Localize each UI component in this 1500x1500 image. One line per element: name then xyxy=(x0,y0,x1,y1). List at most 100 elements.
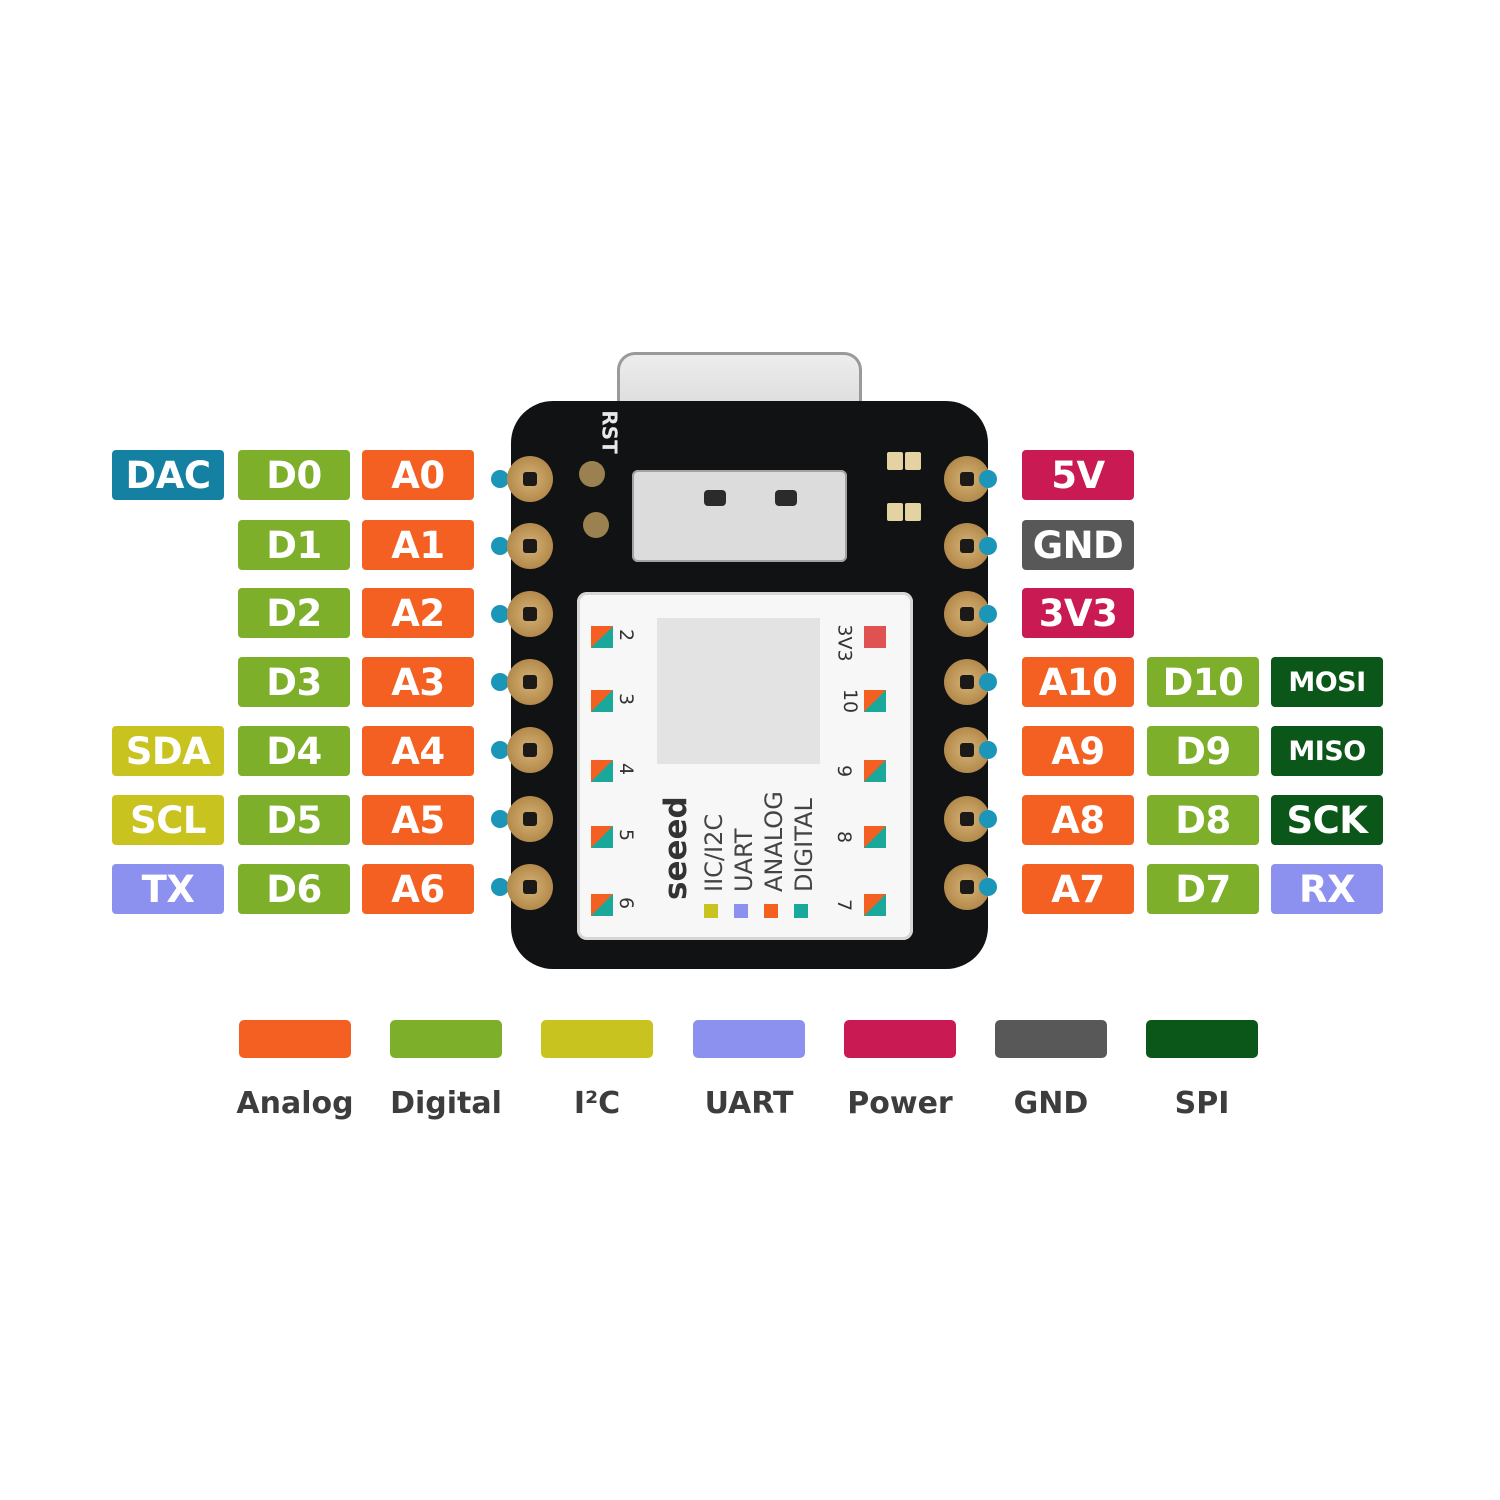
connector-dot xyxy=(979,470,997,488)
key-swatch-uart xyxy=(734,904,748,918)
pin-tag-digital: D1 xyxy=(238,520,350,570)
pin-tag-spi: MISO xyxy=(1271,726,1383,776)
castellated-pad xyxy=(507,659,553,705)
pin-marker-square xyxy=(864,626,886,648)
connector-dot xyxy=(491,810,509,828)
connector-dot xyxy=(979,605,997,623)
reset-label: RST xyxy=(597,410,622,454)
pin-tag-digital: D4 xyxy=(238,726,350,776)
pin-marker-square xyxy=(864,894,886,916)
connector-dot xyxy=(979,741,997,759)
legend-label: Analog xyxy=(236,1086,354,1121)
reset-pad xyxy=(579,461,605,487)
pin-number: 3V3 xyxy=(833,624,856,662)
legend-swatch-uart xyxy=(693,1020,805,1058)
pin-tag-i2c: SDA xyxy=(112,726,224,776)
connector-dot xyxy=(491,537,509,555)
pin-tag-uart: RX xyxy=(1271,864,1383,914)
castellated-pad xyxy=(507,864,553,910)
usb-latch-hole-right xyxy=(775,490,797,506)
castellated-pad xyxy=(507,727,553,773)
pin-tag-spi: SCK xyxy=(1271,795,1383,845)
pin-marker-square xyxy=(591,826,613,848)
key-label: IIC/I2C xyxy=(700,813,728,892)
pin-marker-square xyxy=(864,760,886,782)
pin-number: 7 xyxy=(833,898,856,912)
connector-dot xyxy=(979,537,997,555)
pin-number: 3 xyxy=(615,692,638,706)
legend-swatch-analog xyxy=(239,1020,351,1058)
pin-tag-analog: A7 xyxy=(1022,864,1134,914)
pin-tag-power: 3V3 xyxy=(1022,588,1134,638)
pin-marker-square xyxy=(864,826,886,848)
led xyxy=(887,452,903,470)
connector-dot xyxy=(491,741,509,759)
legend-swatch-gnd xyxy=(995,1020,1107,1058)
pin-tag-analog: A1 xyxy=(362,520,474,570)
pin-tag-uart: TX xyxy=(112,864,224,914)
pin-marker-square xyxy=(864,690,886,712)
pin-tag-analog: A8 xyxy=(1022,795,1134,845)
legend-label: I²C xyxy=(573,1086,621,1121)
pin-tag-i2c: SCL xyxy=(112,795,224,845)
castellated-pad xyxy=(507,456,553,502)
usb-c-port-opening xyxy=(632,470,847,562)
pin-tag-analog: A4 xyxy=(362,726,474,776)
pin-tag-digital: D0 xyxy=(238,450,350,500)
pin-tag-digital: D3 xyxy=(238,657,350,707)
legend-label: Power xyxy=(847,1086,953,1121)
legend-label: GND xyxy=(1013,1086,1089,1121)
legend-swatch-power xyxy=(844,1020,956,1058)
connector-dot xyxy=(979,878,997,896)
pin-tag-digital: D9 xyxy=(1147,726,1259,776)
key-swatch-analog xyxy=(764,904,778,918)
legend-label: SPI xyxy=(1174,1086,1230,1121)
pin-tag-digital: D10 xyxy=(1147,657,1259,707)
castellated-pad xyxy=(507,796,553,842)
pin-number: 8 xyxy=(833,830,856,844)
legend-swatch-i2c xyxy=(541,1020,653,1058)
pin-tag-digital: D2 xyxy=(238,588,350,638)
pin-number: 10 xyxy=(839,688,862,714)
pin-number: 4 xyxy=(615,762,638,776)
pin-number: 9 xyxy=(833,764,856,778)
reset-pad xyxy=(583,512,609,538)
pin-tag-digital: D7 xyxy=(1147,864,1259,914)
pin-tag-analog: A6 xyxy=(362,864,474,914)
legend-label: Digital xyxy=(390,1086,502,1121)
legend-label: UART xyxy=(704,1086,794,1121)
connector-dot xyxy=(979,673,997,691)
connector-dot xyxy=(491,605,509,623)
pin-tag-analog: A3 xyxy=(362,657,474,707)
castellated-pad xyxy=(507,591,553,637)
pin-tag-digital: D8 xyxy=(1147,795,1259,845)
legend-swatch-spi xyxy=(1146,1020,1258,1058)
connector-dot xyxy=(491,470,509,488)
key-label: UART xyxy=(730,828,758,892)
chip-label-area xyxy=(657,618,820,764)
castellated-pad xyxy=(507,523,553,569)
led xyxy=(905,452,921,470)
connector-dot xyxy=(491,878,509,896)
pin-tag-analog: A10 xyxy=(1022,657,1134,707)
usb-latch-hole-left xyxy=(704,490,726,506)
brand-logo: seeed xyxy=(658,796,694,900)
pin-tag-gnd: GND xyxy=(1022,520,1134,570)
castellated-pad xyxy=(944,523,990,569)
pin-number: 5 xyxy=(615,828,638,842)
key-swatch-digital xyxy=(794,904,808,918)
pin-marker-square xyxy=(591,894,613,916)
pin-tag-digital: D6 xyxy=(238,864,350,914)
led xyxy=(887,503,903,521)
key-swatch-i2c xyxy=(704,904,718,918)
pin-number: 6 xyxy=(615,896,638,910)
key-label: DIGITAL xyxy=(790,798,818,892)
key-label: ANALOG xyxy=(760,791,788,892)
connector-dot xyxy=(979,810,997,828)
connector-dot xyxy=(491,673,509,691)
pin-tag-spi: MOSI xyxy=(1271,657,1383,707)
pin-number: 2 xyxy=(615,628,638,642)
led xyxy=(905,503,921,521)
pin-tag-power: 5V xyxy=(1022,450,1134,500)
